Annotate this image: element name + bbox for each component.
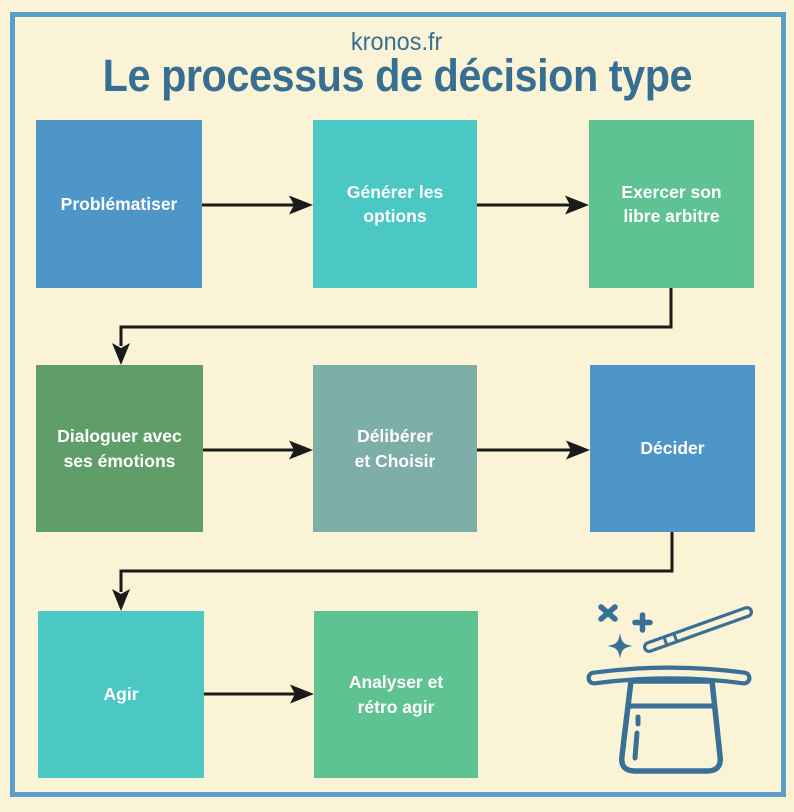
magic-wand-icon — [643, 606, 753, 653]
hat-brim-icon — [586, 665, 752, 686]
sparkle-plus-icon — [632, 612, 653, 633]
flow-box-decider: Décider — [590, 365, 755, 532]
arrowhead-dialoguer-to-deliberer — [289, 440, 313, 460]
arrowhead-agir-to-analyser — [290, 684, 314, 704]
sparkle-star-icon — [607, 633, 633, 659]
arrowhead-decider-to-agir — [112, 589, 130, 611]
magic-hat-icon — [586, 604, 753, 774]
sparkle-cross-icon — [598, 604, 618, 622]
page-title: Le processus de décision type — [0, 50, 794, 102]
site-name: kronos.fr — [0, 28, 794, 57]
arrow-line-decider-to-agir — [119, 532, 674, 592]
page-title-text: Le processus de décision type — [102, 50, 692, 101]
arrowhead-generer-to-exercer — [565, 195, 589, 215]
site-name-text: kronos.fr — [351, 28, 443, 56]
hat-body-icon — [619, 678, 723, 774]
arrowhead-problematiser-to-generer — [289, 195, 313, 215]
arrowhead-exercer-to-dialoguer — [112, 343, 130, 365]
flow-box-agir: Agir — [38, 611, 204, 778]
flow-box-problematiser: Problématiser — [36, 120, 202, 288]
arrow-line-exercer-to-dialoguer — [119, 288, 673, 346]
arrowhead-deliberer-to-decider — [566, 440, 590, 460]
